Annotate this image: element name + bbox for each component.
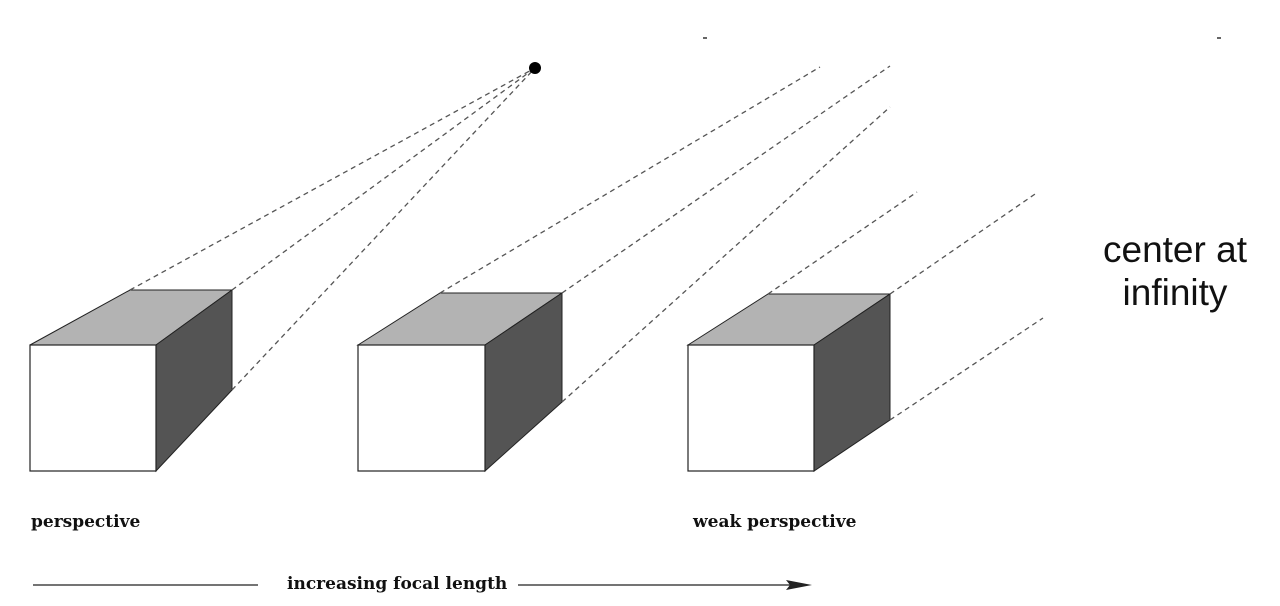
projection-lines [129, 65, 1044, 421]
proj-line-c3-b [889, 191, 1039, 295]
cube-middle-front-face [357, 344, 486, 472]
proj-line-c2-a [439, 66, 821, 294]
proj-line-c2-c [561, 106, 891, 403]
cube-weak-perspective [686, 293, 892, 472]
proj-line-c1-a [129, 67, 536, 291]
proj-line-c3-c [889, 317, 1044, 421]
label-perspective: perspective [31, 512, 141, 532]
proj-line-c1-c [231, 67, 536, 391]
cube-middle [356, 292, 564, 473]
cube-perspective-front-face [29, 344, 157, 472]
label-center-at-infinity: center at infinity [1080, 228, 1270, 314]
label-center-line2: infinity [1122, 272, 1228, 313]
proj-line-c2-b [561, 65, 891, 294]
label-center-line1: center at [1103, 229, 1247, 270]
focal-length-arrow [33, 580, 812, 590]
label-weak-perspective: weak perspective [693, 512, 857, 532]
proj-line-c1-b [231, 67, 536, 291]
center-of-projection-point [529, 62, 541, 74]
cube-perspective [29, 289, 234, 473]
cube-weak-front-face [687, 344, 815, 472]
proj-line-c3-a [767, 191, 918, 295]
arrow-head [786, 580, 812, 590]
label-increasing-focal-length: increasing focal length [281, 574, 514, 594]
